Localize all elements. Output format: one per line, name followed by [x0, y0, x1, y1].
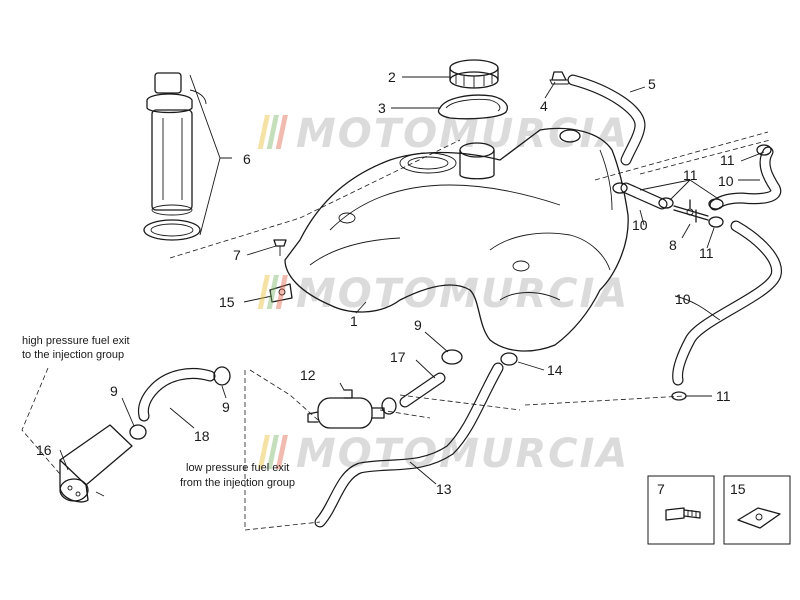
callout-5: 5 — [648, 76, 656, 92]
watermark-text-top: MOTOMURCIA — [296, 111, 629, 157]
watermark-stripe — [257, 275, 270, 309]
note-low-pressure-line2: from the injection group — [180, 477, 295, 489]
screw — [273, 239, 287, 256]
callout-12: 12 — [300, 367, 316, 383]
filler-cap — [449, 59, 499, 89]
inset-label-screw: 7 — [657, 481, 665, 497]
fuel-level-sensor — [143, 72, 207, 241]
watermark-stripe — [257, 115, 270, 149]
callout-11c: 11 — [699, 245, 714, 261]
callout-4: 4 — [540, 98, 548, 114]
callout-3: 3 — [378, 100, 386, 116]
t-fitting — [673, 199, 709, 223]
callout-18: 18 — [194, 428, 210, 444]
callout-10b: 10 — [632, 217, 648, 233]
watermark-text-middle: MOTOMURCIA — [296, 271, 629, 317]
cap-gasket — [437, 94, 508, 120]
callout-9b: 9 — [222, 399, 230, 415]
hoses — [137, 74, 782, 528]
callout-11b: 11 — [683, 167, 698, 183]
callout-9c: 9 — [110, 383, 118, 399]
callout-16: 16 — [36, 442, 52, 458]
watermark-bottom: MOTOMURCIA — [257, 431, 629, 477]
callout-11d: 11 — [716, 388, 731, 404]
callout-15: 15 — [219, 294, 235, 310]
watermark: MOTOMURCIA MOTOMURCIA MOTOMURCIA — [257, 111, 629, 477]
callout-7: 7 — [233, 247, 241, 263]
watermark-stripe — [257, 435, 270, 469]
vent-valve — [549, 71, 571, 85]
callout-14: 14 — [547, 362, 563, 378]
inset-box-screw: 7 — [647, 475, 715, 545]
callout-11a: 11 — [720, 152, 735, 168]
callout-10a: 10 — [718, 173, 734, 189]
callout-2: 2 — [388, 69, 396, 85]
watermark-stripe — [275, 115, 288, 149]
watermark-stripe — [266, 115, 279, 149]
callout-labels: 2 3 4 5 6 7 8 9 9 9 10 10 10 11 11 11 11… — [36, 69, 735, 497]
watermark-text-bottom: MOTOMURCIA — [296, 431, 629, 477]
callout-10c: 10 — [675, 291, 691, 307]
callout-9a: 9 — [414, 317, 422, 333]
fuel-tank — [284, 127, 629, 352]
watermark-stripe — [275, 435, 288, 469]
fuel-filter — [307, 389, 385, 429]
watermark-stripe — [266, 275, 279, 309]
inset-box-clip: 15 — [723, 475, 791, 545]
watermark-top: MOTOMURCIA — [257, 111, 629, 157]
hose-clamps — [129, 144, 772, 440]
leader-lines — [59, 74, 765, 485]
note-low-pressure-line1: low pressure fuel exit — [186, 462, 289, 474]
watermark-stripe — [275, 275, 288, 309]
inset-label-clip: 15 — [730, 481, 746, 497]
callout-6: 6 — [243, 151, 251, 167]
notes: high pressure fuel exit to the injection… — [22, 335, 295, 489]
watermark-middle: MOTOMURCIA — [257, 271, 629, 317]
assembly-lines — [21, 131, 771, 531]
callout-17: 17 — [390, 349, 406, 365]
note-high-pressure-line1: high pressure fuel exit — [22, 335, 130, 347]
note-high-pressure-line2: to the injection group — [22, 349, 124, 361]
watermark-stripe — [266, 435, 279, 469]
callout-13: 13 — [436, 481, 452, 497]
fuel-pump — [59, 424, 133, 503]
clip — [269, 283, 293, 303]
callout-1: 1 — [350, 313, 358, 329]
callout-8: 8 — [669, 237, 677, 253]
